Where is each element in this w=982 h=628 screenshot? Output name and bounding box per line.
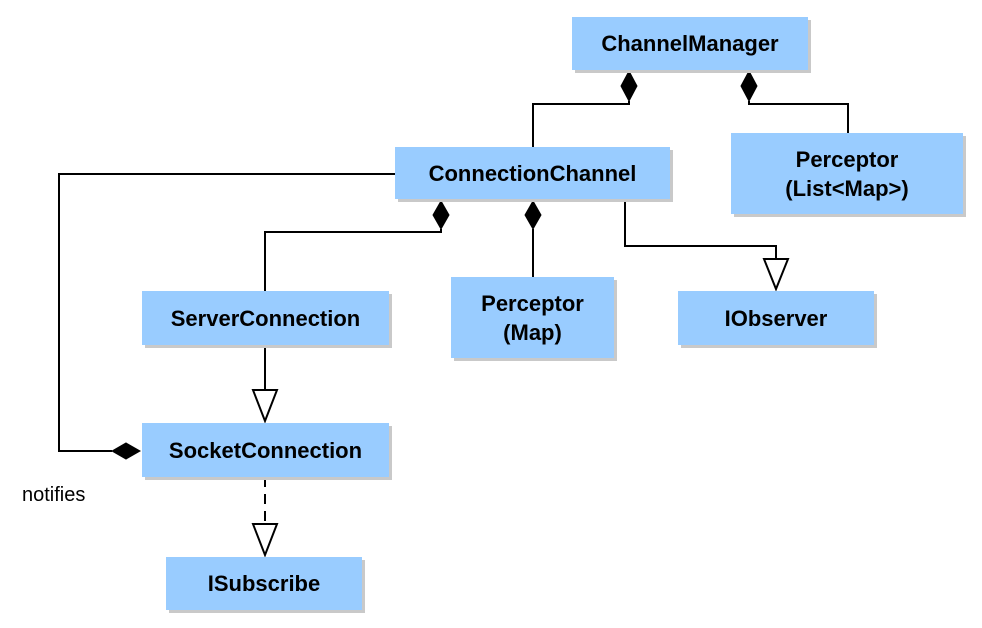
realization-arrow-icon xyxy=(251,523,279,558)
class-name: Perceptor xyxy=(795,146,899,172)
edge-connectionchannel-iobserver xyxy=(624,199,777,259)
class-perceptor-list-map: Perceptor (List<Map>) xyxy=(731,133,963,214)
class-name: ISubscribe xyxy=(207,571,321,596)
composition-diamond-icon xyxy=(432,199,450,231)
composition-diamond-icon xyxy=(740,69,758,103)
class-name: SocketConnection xyxy=(168,437,363,463)
composition-diamond-icon xyxy=(110,442,142,460)
edge-connectionchannel-serverconnection xyxy=(264,229,442,291)
composition-diamond-icon xyxy=(620,69,638,103)
class-server-connection: ServerConnection xyxy=(142,291,389,345)
class-name: ServerConnection xyxy=(170,305,361,331)
edge-label-notifies: notifies xyxy=(22,484,86,506)
class-perceptor-map: Perceptor (Map) xyxy=(451,277,614,358)
class-connection-channel: ConnectionChannel xyxy=(395,147,670,199)
edge-channelmanager-perceptor-list xyxy=(748,101,849,133)
interface-isubscribe: ISubscribe xyxy=(166,557,362,610)
class-channel-manager: ChannelManager xyxy=(572,17,808,70)
generalization-arrow-icon xyxy=(762,258,790,292)
class-name: IObserver xyxy=(724,305,828,331)
class-name: Perceptor xyxy=(481,290,584,316)
class-name: ConnectionChannel xyxy=(428,160,637,186)
edge-notifies xyxy=(58,173,395,452)
class-name: ChannelManager xyxy=(601,31,779,56)
class-socket-connection: SocketConnection xyxy=(142,423,389,477)
interface-iobserver: IObserver xyxy=(678,291,874,345)
composition-diamond-icon xyxy=(524,199,542,231)
class-type: (List<Map>) xyxy=(785,175,909,201)
generalization-arrow-icon xyxy=(251,389,279,424)
class-type: (Map) xyxy=(503,319,562,345)
edge-channelmanager-connectionchannel xyxy=(532,101,630,147)
